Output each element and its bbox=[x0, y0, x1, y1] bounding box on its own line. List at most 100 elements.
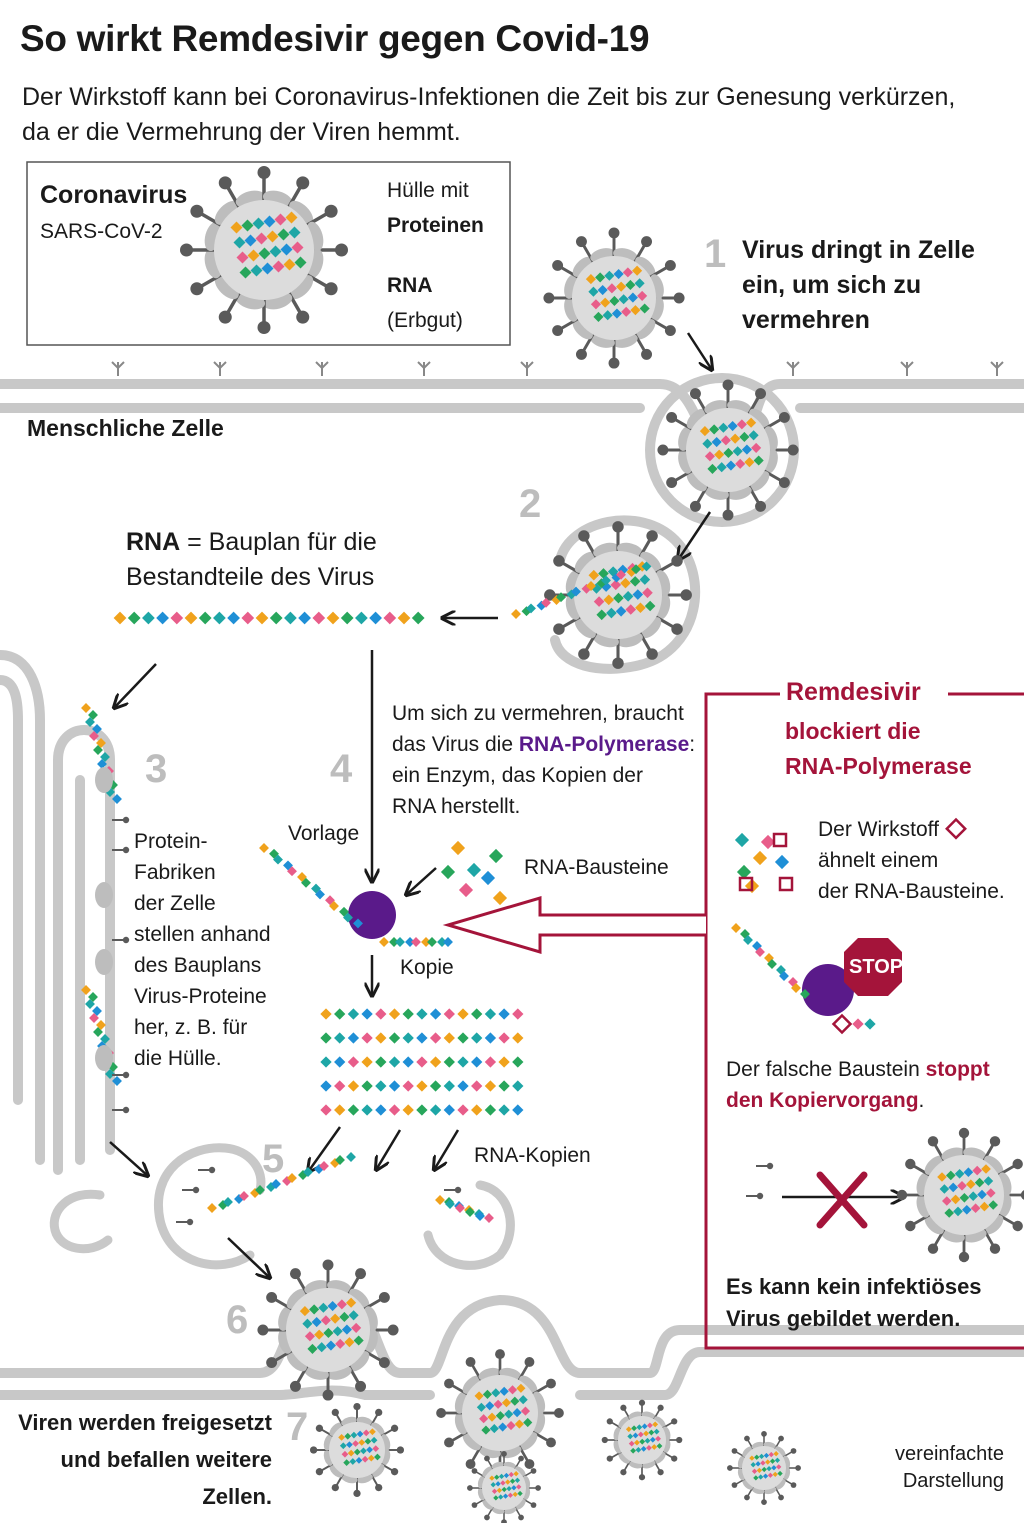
rna-base bbox=[755, 947, 765, 957]
legend-virus-name: Coronavirus bbox=[40, 181, 188, 209]
rna-base bbox=[625, 279, 636, 291]
rna-base bbox=[630, 305, 641, 316]
rna-base bbox=[89, 1013, 99, 1023]
coronavirus-icon bbox=[257, 1259, 399, 1401]
rna-copies-label: RNA-Kopien bbox=[474, 1144, 591, 1167]
rna-copy-base bbox=[388, 1104, 401, 1116]
rna-base bbox=[963, 1167, 974, 1178]
rna-base bbox=[352, 1440, 359, 1447]
step-3-line: Fabriken bbox=[134, 861, 216, 884]
rna-base bbox=[622, 591, 634, 602]
rna-copy-base bbox=[375, 1008, 387, 1020]
rna-base bbox=[596, 609, 608, 621]
rna-base bbox=[207, 1203, 217, 1213]
rna-copy-base bbox=[347, 1080, 360, 1092]
rna-copy-base bbox=[402, 1104, 414, 1116]
coronavirus-icon bbox=[436, 1349, 564, 1477]
rna-base bbox=[170, 611, 184, 625]
rna-base bbox=[501, 1398, 512, 1408]
rna-base bbox=[616, 281, 627, 292]
rna-base bbox=[772, 1471, 778, 1478]
rna-base bbox=[751, 1468, 758, 1474]
rna-base bbox=[588, 286, 599, 297]
rna-copy-base bbox=[457, 1104, 469, 1116]
polymerase-enzyme bbox=[348, 891, 396, 939]
rna-base bbox=[88, 710, 98, 720]
rna-base bbox=[329, 901, 339, 911]
rna-copy-base bbox=[498, 1032, 510, 1044]
rna-base bbox=[506, 1420, 516, 1431]
rna-copy-base bbox=[334, 1080, 346, 1092]
rna-base bbox=[100, 752, 110, 762]
rna-copy-base bbox=[334, 1008, 346, 1020]
rna-base bbox=[443, 937, 453, 947]
rna-base bbox=[455, 1203, 465, 1213]
rna-copy-base bbox=[402, 1080, 414, 1092]
rna-base bbox=[601, 575, 611, 586]
rna-base bbox=[490, 1482, 496, 1488]
rna-base bbox=[604, 270, 615, 281]
result-line1: Es kann kein infektiöses bbox=[726, 1274, 982, 1299]
rna-base bbox=[479, 1414, 489, 1424]
rna-base bbox=[771, 1465, 777, 1471]
rna-base bbox=[744, 457, 755, 468]
coronavirus-icon bbox=[601, 1399, 683, 1481]
rna-base bbox=[498, 1473, 505, 1479]
rna-base bbox=[704, 451, 715, 462]
rna-base bbox=[85, 999, 95, 1009]
rna-building-block bbox=[440, 864, 456, 880]
rna-copy-base bbox=[320, 1032, 332, 1044]
building-blocks-label: RNA-Bausteine bbox=[524, 856, 669, 879]
rna-base bbox=[648, 1429, 655, 1436]
rna-base bbox=[255, 611, 269, 625]
rna-base bbox=[631, 564, 641, 575]
ribosome-icon bbox=[95, 1045, 113, 1071]
rna-base bbox=[702, 438, 713, 449]
rna-copy-base bbox=[416, 1104, 428, 1116]
rna-base bbox=[507, 1492, 514, 1498]
rna-copy-base bbox=[443, 1032, 455, 1044]
rna-base bbox=[127, 611, 141, 625]
step-1-line3: vermehren bbox=[742, 306, 870, 334]
rna-base bbox=[506, 1486, 512, 1492]
rna-base bbox=[716, 462, 727, 473]
rna-copy-base bbox=[402, 1032, 414, 1044]
rna-base bbox=[395, 937, 405, 947]
rna-copy-base bbox=[512, 1104, 524, 1116]
rna-copy-base bbox=[416, 1008, 428, 1020]
membrane-receptors bbox=[111, 361, 1004, 376]
rna-base bbox=[302, 1318, 313, 1329]
rna-base bbox=[351, 1322, 362, 1333]
rna-base bbox=[514, 1419, 524, 1429]
rna-base bbox=[369, 1428, 376, 1436]
rna-base bbox=[233, 236, 246, 249]
rna-base bbox=[372, 1445, 380, 1452]
rna-base bbox=[634, 1439, 640, 1446]
step-3-line: stellen anhand bbox=[134, 923, 271, 946]
rna-base bbox=[767, 1472, 774, 1478]
legend-box bbox=[26, 161, 511, 346]
rna-base bbox=[720, 435, 731, 446]
rna-copy-base bbox=[471, 1080, 483, 1092]
rna-base bbox=[341, 1450, 349, 1458]
rna-base bbox=[763, 1452, 770, 1459]
rna-copy-base bbox=[484, 1056, 497, 1068]
rna-base bbox=[773, 1451, 779, 1457]
rna-base bbox=[244, 234, 257, 247]
protein-spike-tip bbox=[122, 936, 130, 944]
vesicles bbox=[49, 1143, 515, 1270]
rna-base bbox=[339, 1311, 350, 1323]
step-1-number: 1 bbox=[704, 232, 727, 276]
rna-copy-base bbox=[375, 1104, 387, 1116]
blocked-cross-icon bbox=[816, 1171, 868, 1229]
rna-copy-base bbox=[498, 1104, 510, 1116]
rna-base bbox=[495, 1481, 501, 1487]
rna-base bbox=[383, 611, 397, 625]
step-7-number: 7 bbox=[286, 1405, 309, 1449]
rna-base bbox=[81, 703, 91, 713]
rna-base bbox=[474, 1391, 484, 1401]
rna-base bbox=[625, 604, 637, 615]
rna-base bbox=[511, 609, 521, 619]
rna-copy-base bbox=[361, 1104, 373, 1116]
rna-base bbox=[593, 311, 604, 322]
